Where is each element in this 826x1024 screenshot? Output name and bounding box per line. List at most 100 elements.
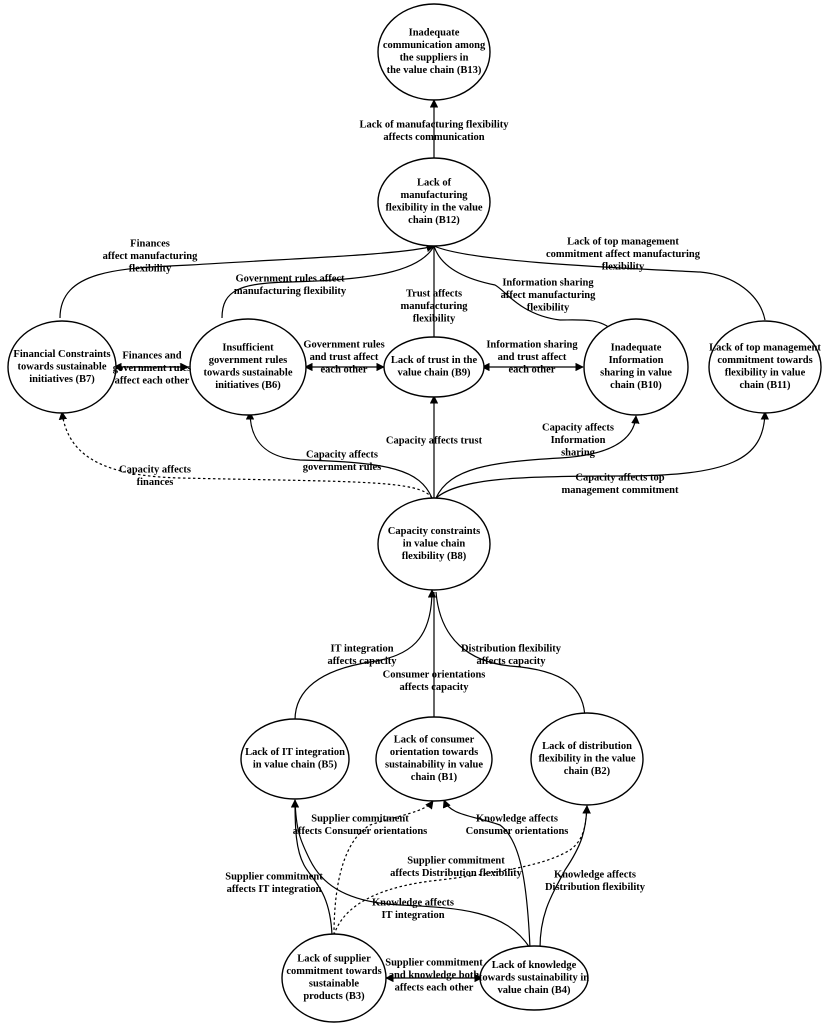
node-ellipse [377, 497, 491, 591]
edge-label-line: flexibility [527, 302, 570, 313]
node-label-line: the value chain (B13) [387, 65, 482, 76]
node-label-line: Inadequate [611, 343, 662, 354]
edge-label-line: Knowledge affects [476, 813, 558, 824]
node-label-line: sustainable [309, 979, 360, 990]
edge-label-line: flexibility [602, 261, 645, 272]
edge-label-line: affects Consumer orientations [293, 826, 428, 837]
edge-label-line: Capacity affects [306, 449, 378, 460]
edge-label-line: Supplier commitment [311, 813, 409, 824]
edge-label-line: affects Distribution flexibility [390, 868, 523, 879]
edge-label-line: Knowledge affects [554, 869, 636, 880]
edge-label-line: Lack of top management [567, 236, 679, 247]
node-label-line: flexibility (B8) [402, 551, 467, 562]
edge-label-b4-b5: Knowledge affects IT integration [372, 897, 454, 921]
node-label-line: Lack of top management [709, 343, 821, 354]
edge-b5-b8 [294, 589, 437, 721]
edge-label-line: government rules [303, 462, 381, 473]
node-label-line: commitment towards [717, 355, 812, 366]
node-label-line: government rules [209, 355, 287, 366]
edge-label-line: Knowledge affects [372, 897, 454, 908]
edge-label-line: IT integration [381, 910, 444, 921]
edge-label-line: affects capacity [327, 656, 397, 667]
edge-label-line: Capacity affects trust [386, 435, 483, 446]
edge-label-line: Government rules affect [235, 273, 345, 284]
edge-b8-b6 [245, 411, 433, 499]
node-label-line: sustainability in value [385, 760, 483, 771]
edge-label-line: and trust affect [498, 352, 567, 363]
edge-b2-b8 [435, 591, 586, 721]
node-label-line: flexibility in value [725, 368, 806, 379]
edge-b4-b2 [539, 805, 591, 949]
node-label-line: communication among [383, 40, 486, 51]
edge-label-line: affects IT integration [227, 884, 322, 895]
node-ellipse [189, 318, 307, 416]
edge-b4-b1 [442, 799, 531, 949]
node-label-line: chain (B11) [739, 380, 791, 391]
node-label-line: Lack of consumer [394, 735, 475, 746]
edge-b6-b12 [221, 245, 435, 319]
edge-b10-b12 [433, 245, 613, 331]
edge-label-line: manufacturing flexibility [234, 286, 347, 297]
edge-b4-b5 [294, 799, 531, 949]
edge-label-b12-b13: Lack of manufacturing flexibilityaffects… [359, 119, 509, 143]
node-label-line: Capacity constraints [388, 526, 480, 537]
edge-label-line: each other [509, 364, 556, 375]
edges [58, 99, 770, 983]
node-label-line: chain (B12) [408, 215, 460, 226]
node-label-line: Financial Constraints [13, 349, 110, 360]
node-label-line: Insufficient [222, 343, 274, 354]
node-label-line: Information [609, 355, 664, 366]
edge-label-line: affects each other [395, 982, 474, 993]
edge-label-b3-b1: Supplier commitment affects Consumer orie… [293, 813, 428, 837]
node-label-line: value chain (B4) [498, 985, 571, 996]
edge-label-line: Trust affects [406, 288, 462, 299]
edge-label-line: Capacity affects [542, 422, 614, 433]
edge-b3-b5 [290, 799, 333, 936]
node-label-line: Lack of [417, 178, 452, 189]
node-label-line: initiatives (B6) [215, 380, 281, 391]
node-label-line: flexibility in the value [538, 753, 635, 764]
edge-b8-b10 [435, 415, 640, 499]
edge-label-line: Supplier commitment [225, 871, 323, 882]
edge-label-b8-b6: Capacity affects government rules [303, 449, 381, 473]
edge-label-b8-b9: Capacity affects trust [386, 435, 483, 446]
edge-label-line: management commitment [562, 485, 679, 496]
edge-label-line: Finances [130, 238, 170, 249]
node-ellipse [375, 716, 493, 802]
edge-label-line: affects communication [383, 132, 484, 143]
node-label-line: towards sustainable [204, 368, 293, 379]
edge-label-line: flexibility [129, 263, 172, 274]
edge-label-line: affect manufacturing [103, 251, 199, 262]
edge-label-line: affects capacity [399, 682, 469, 693]
node-label-line: towards sustainability in [479, 972, 589, 983]
node-label-line: the suppliers in [400, 53, 469, 64]
edge-label-line: Distribution flexibility [461, 643, 562, 654]
node-ellipse [281, 933, 387, 1023]
edge-label-line: and knowledge both [389, 970, 480, 981]
node-ellipse [530, 712, 644, 806]
node-ellipse [383, 336, 485, 398]
edge-label-b3-b5: Supplier commitment affects IT integratio… [225, 871, 323, 895]
edge-b3-b1 [333, 800, 434, 936]
node-label-line: chain (B1) [411, 772, 458, 783]
node-ellipse [240, 718, 350, 800]
edge-label-line: affect manufacturing [501, 290, 597, 301]
node-label-line: Lack of supplier [297, 954, 371, 965]
